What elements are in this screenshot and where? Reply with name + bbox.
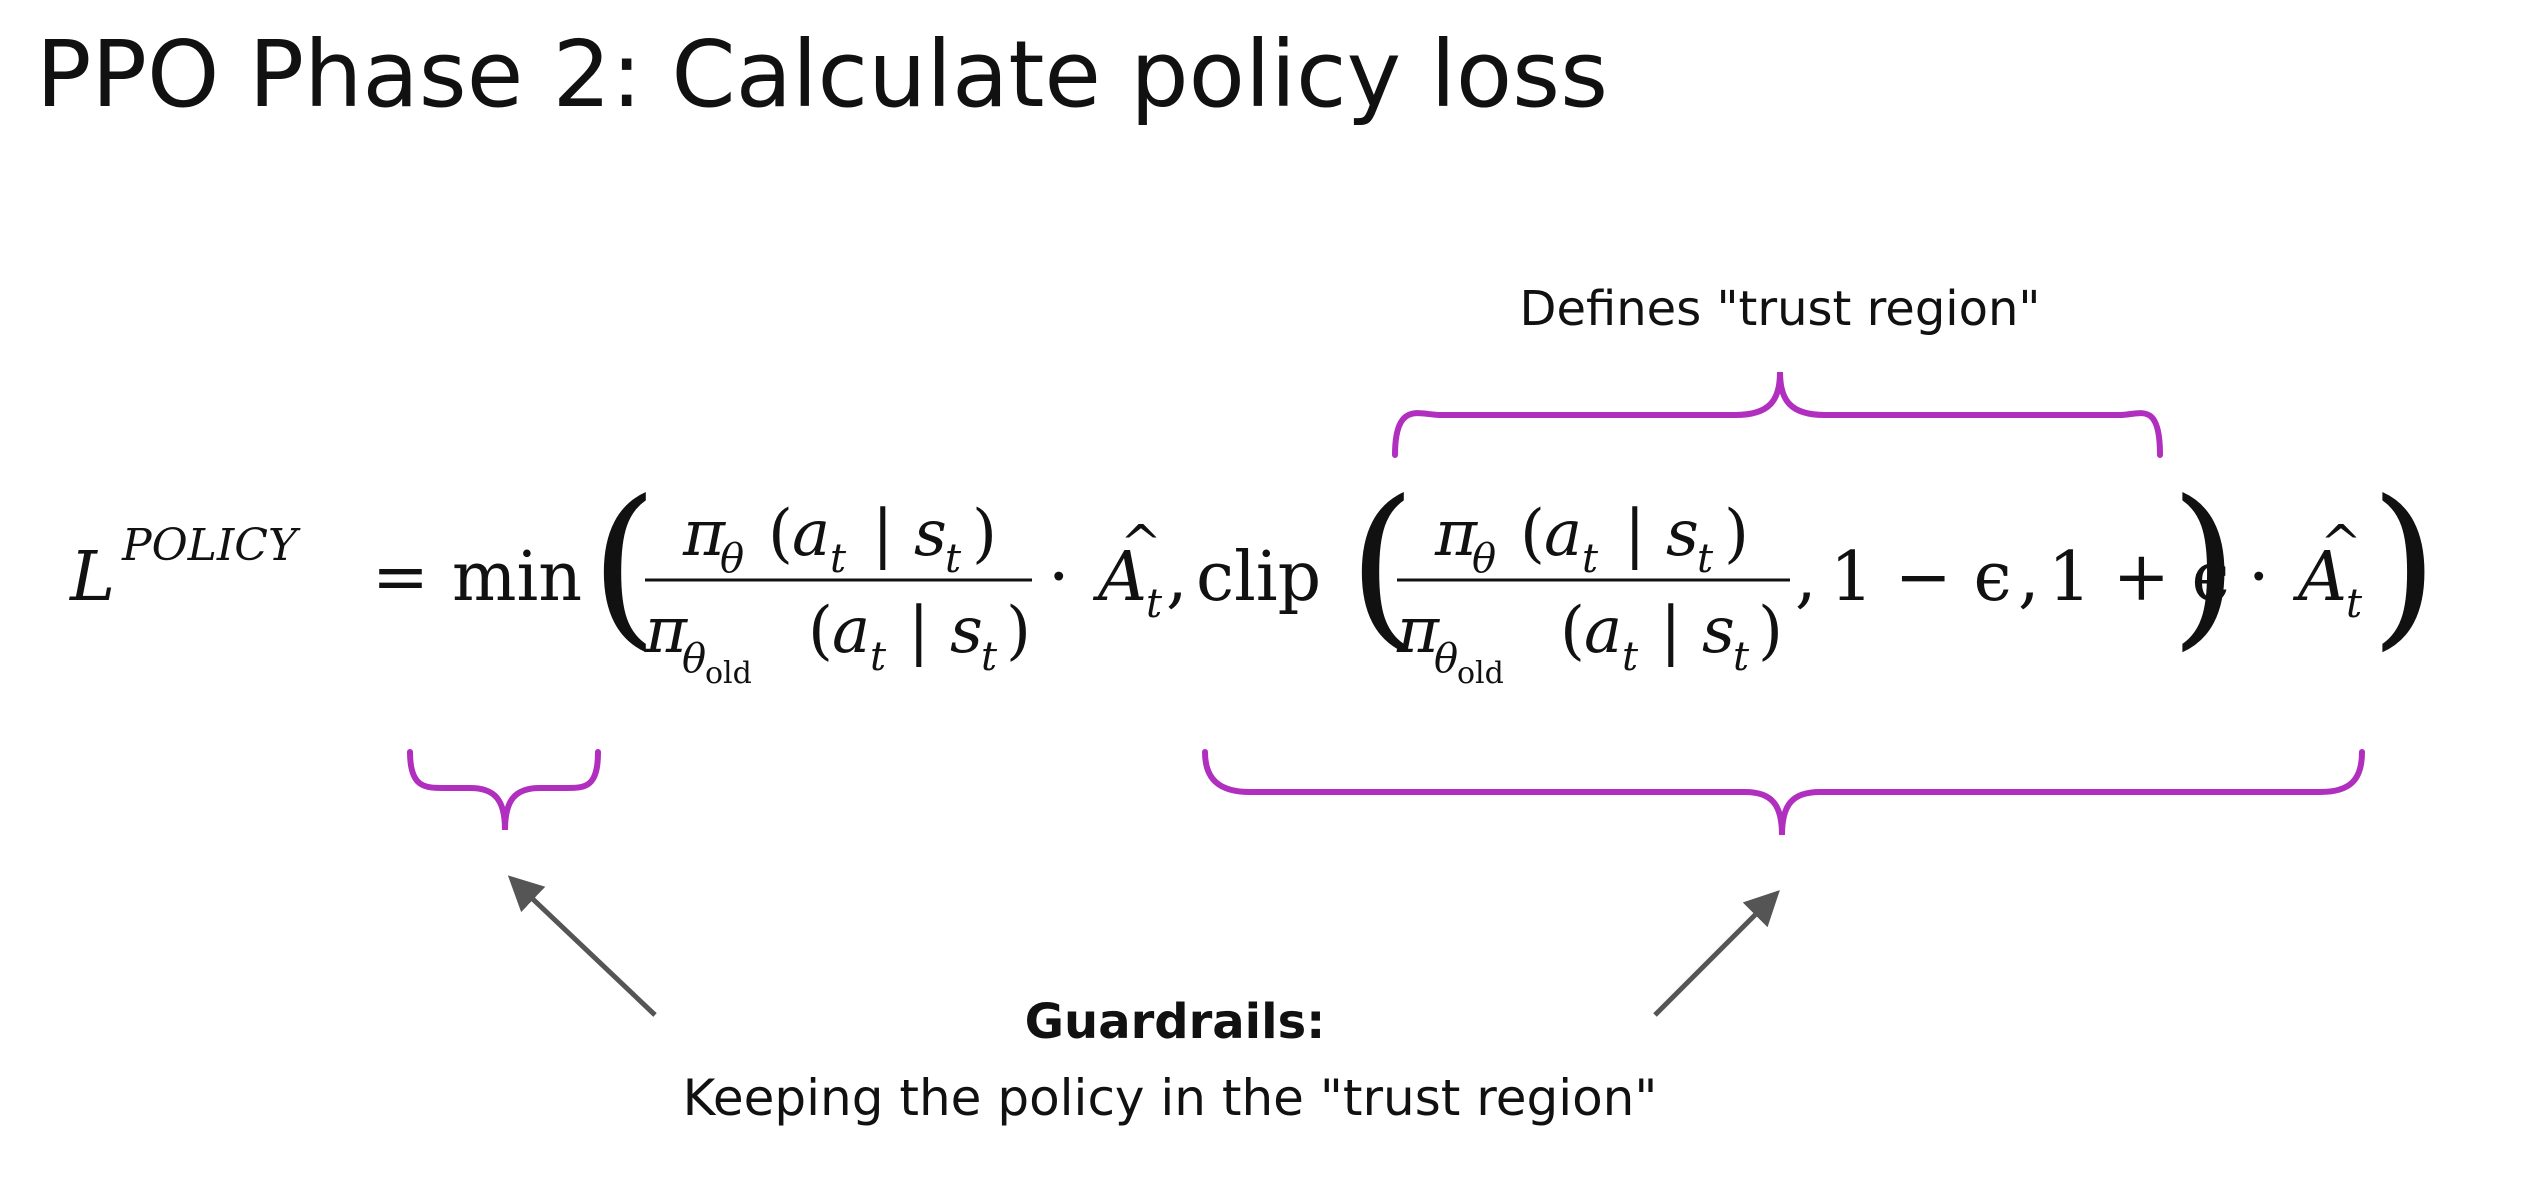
clip-lower-bound: 1 − ϵ xyxy=(1830,538,2012,617)
paren: ) xyxy=(1724,497,1749,571)
theta-subscript: θ xyxy=(682,636,706,682)
comma: , xyxy=(1795,538,1817,617)
guardrails-title: Guardrails: xyxy=(1025,994,1326,1050)
t-subscript: t xyxy=(830,536,847,582)
min-left-paren: ( xyxy=(590,464,658,667)
given-bar: | xyxy=(908,594,930,668)
given-bar: | xyxy=(872,497,894,571)
paren: ( xyxy=(1560,594,1585,668)
pi-symbol: π xyxy=(1434,497,1478,571)
advantage-A: A xyxy=(2292,538,2347,617)
advantage-t: t xyxy=(2346,581,2363,627)
old-subscript: old xyxy=(705,656,752,691)
s-var: s xyxy=(914,497,947,571)
t-subscript: t xyxy=(870,634,887,680)
right-arrow xyxy=(1653,890,1780,1017)
s-var: s xyxy=(1702,594,1735,668)
dot-operator: · xyxy=(1048,538,1070,617)
equals-sign: = xyxy=(372,538,429,617)
clip-right-paren: ) xyxy=(2170,464,2238,667)
s-var: s xyxy=(950,594,983,668)
theta-subscript: θ xyxy=(1472,536,1496,582)
pi-symbol: π xyxy=(644,594,688,668)
paren: ) xyxy=(1758,594,1783,668)
fraction-2-numerator: π θ ( a t | s t ) xyxy=(1434,497,1749,582)
clip-brace xyxy=(1202,749,2365,836)
a-var: a xyxy=(1544,497,1582,571)
fraction-2-denominator: π θ old ( a t | s t ) xyxy=(1396,594,1783,691)
pi-symbol: π xyxy=(1396,594,1440,668)
paren: ) xyxy=(1006,594,1031,668)
dot-operator: · xyxy=(2248,538,2270,617)
policy-loss-formula: L POLICY = min ( π θ ( a t | s t ) π θ o… xyxy=(68,464,2438,691)
fraction-1-denominator: π θ old ( a t | s t ) xyxy=(644,594,1031,691)
t-subscript: t xyxy=(1622,634,1639,680)
given-bar: | xyxy=(1624,497,1646,571)
left-arrow xyxy=(507,875,657,1017)
slide-title: PPO Phase 2: Calculate policy loss xyxy=(36,21,1609,128)
trust-region-brace xyxy=(1392,371,2163,458)
lhs-superscript: POLICY xyxy=(121,520,301,571)
paren: ( xyxy=(808,594,833,668)
clip-upper-bound: 1 + ϵ xyxy=(2048,538,2230,617)
theta-subscript: θ xyxy=(1434,636,1458,682)
trust-region-label: Defines "trust region" xyxy=(1520,281,2041,337)
paren: ( xyxy=(768,497,793,571)
guardrails-text: Keeping the policy in the "trust region" xyxy=(683,1069,1658,1127)
advantage-hat: ^ xyxy=(2320,514,2362,572)
t-subscript: t xyxy=(1582,536,1599,582)
t-subscript: t xyxy=(1697,536,1714,582)
a-var: a xyxy=(832,594,870,668)
old-subscript: old xyxy=(1457,656,1504,691)
lhs-L: L xyxy=(68,538,115,617)
a-var: a xyxy=(792,497,830,571)
clip-operator: clip xyxy=(1196,538,1321,617)
min-right-paren: ) xyxy=(2370,464,2438,667)
advantage-hat: ^ xyxy=(1120,514,1162,572)
paren: ) xyxy=(972,497,997,571)
theta-subscript: θ xyxy=(720,536,744,582)
advantage-t: t xyxy=(1146,581,1163,627)
given-bar: | xyxy=(1660,594,1682,668)
pi-symbol: π xyxy=(682,497,726,571)
comma: , xyxy=(2018,538,2040,617)
t-subscript: t xyxy=(1733,634,1750,680)
a-var: a xyxy=(1584,594,1622,668)
s-var: s xyxy=(1666,497,1699,571)
min-operator: min xyxy=(452,538,582,617)
clip-left-paren: ( xyxy=(1348,464,1416,667)
fraction-1-numerator: π θ ( a t | s t ) xyxy=(682,497,997,582)
t-subscript: t xyxy=(945,536,962,582)
comma: , xyxy=(1166,538,1188,617)
t-subscript: t xyxy=(981,634,998,680)
advantage-A: A xyxy=(1092,538,1147,617)
paren: ( xyxy=(1520,497,1545,571)
min-brace xyxy=(407,749,601,831)
